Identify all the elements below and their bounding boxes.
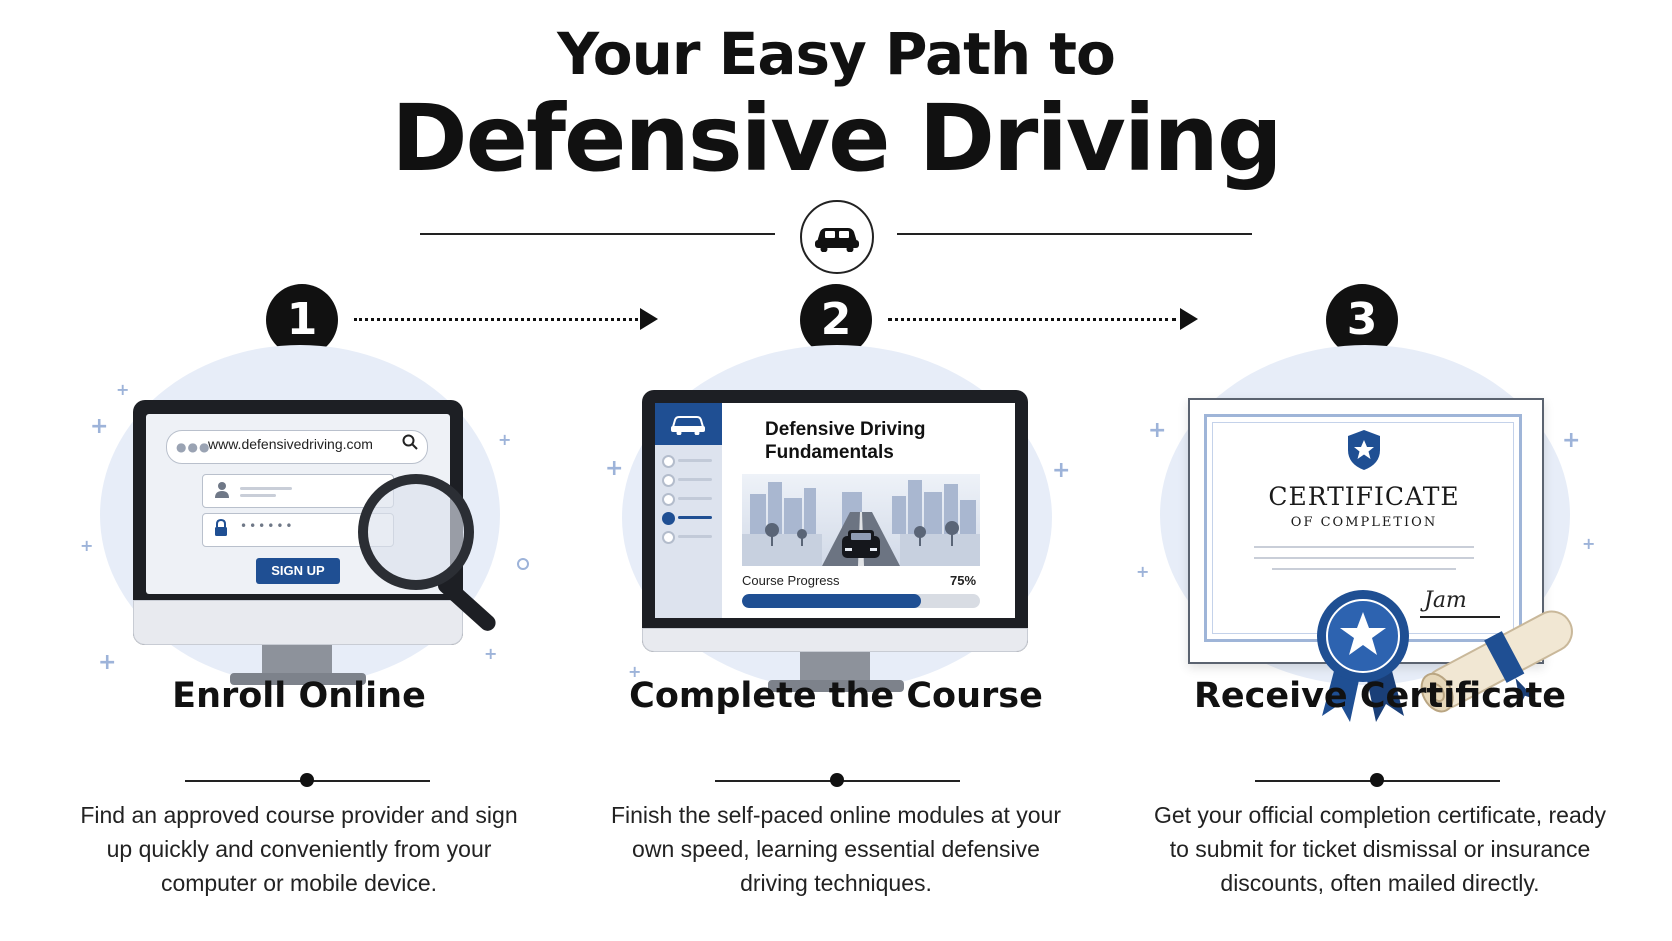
sparkle-ring-icon bbox=[517, 558, 529, 570]
car-icon bbox=[668, 413, 708, 439]
monitor-2-chin bbox=[642, 628, 1028, 652]
header-divider-right bbox=[897, 233, 1252, 235]
award-ribbon-icon bbox=[1308, 586, 1418, 730]
car-icon bbox=[842, 530, 880, 558]
sparkle-icon: + bbox=[1148, 418, 1167, 443]
module-item-line-active bbox=[678, 516, 712, 519]
shield-star-icon bbox=[1345, 428, 1383, 476]
monitor-2-stand bbox=[800, 652, 870, 682]
monitor-1-base bbox=[230, 673, 366, 685]
sign-up-button[interactable]: SIGN UP bbox=[256, 558, 340, 584]
module-item-line bbox=[678, 497, 712, 500]
step-3-description: Get your official completion certificate… bbox=[1153, 802, 1607, 896]
sparkle-icon: + bbox=[90, 414, 109, 439]
module-item-line bbox=[678, 478, 712, 481]
certificate-text-line bbox=[1254, 557, 1474, 559]
magnifier-icon bbox=[358, 474, 474, 590]
certificate-subtitle: OF COMPLETION bbox=[1290, 515, 1438, 530]
certificate-text-line bbox=[1272, 568, 1456, 570]
sparkle-icon: + bbox=[1052, 458, 1071, 483]
certificate-title: CERTIFICATE bbox=[1268, 482, 1460, 511]
monitor-1-chin bbox=[133, 600, 463, 645]
sparkle-icon: + bbox=[1136, 562, 1150, 581]
progress-bar-fill bbox=[742, 594, 921, 608]
sparkle-icon: + bbox=[116, 380, 130, 399]
step-1-description: Find an approved course provider and sig… bbox=[80, 802, 518, 896]
step-2-description: Finish the self-paced online modules at … bbox=[610, 802, 1062, 896]
user-icon bbox=[214, 481, 230, 503]
signature-line bbox=[1420, 616, 1500, 618]
sparkle-icon: + bbox=[1582, 534, 1596, 553]
car-badge bbox=[800, 200, 874, 274]
sparkle-icon: + bbox=[1562, 428, 1581, 453]
progress-bar bbox=[742, 594, 980, 608]
module-item-line bbox=[678, 535, 712, 538]
step-2-number: 2 bbox=[800, 284, 872, 356]
sparkle-icon: + bbox=[98, 650, 117, 675]
header-divider-left bbox=[420, 233, 775, 235]
window-dots-icon: ●●● bbox=[176, 440, 211, 454]
title-line-1: Your Easy Path to bbox=[557, 20, 1116, 88]
module-item-indicator[interactable] bbox=[662, 455, 675, 468]
progress-label: Course Progress bbox=[742, 573, 840, 588]
signature: Jam bbox=[1424, 588, 1467, 613]
arrow-1-head-icon bbox=[640, 308, 658, 330]
step-1-number: 1 bbox=[266, 284, 338, 356]
sparkle-icon: + bbox=[628, 662, 642, 681]
certificate-text-line bbox=[1254, 546, 1474, 548]
course-title: Defensive Driving Fundamentals bbox=[765, 419, 926, 463]
url-text: www.defensivedriving.com bbox=[208, 436, 373, 452]
username-placeholder-line bbox=[240, 487, 292, 490]
monitor-1-stand bbox=[262, 645, 332, 675]
arrow-2-to-3 bbox=[888, 318, 1176, 321]
arrow-1-to-2 bbox=[354, 318, 638, 321]
car-icon bbox=[815, 228, 859, 252]
step-3-number: 3 bbox=[1326, 284, 1398, 356]
step-3-title: Receive Certificate bbox=[1193, 676, 1567, 716]
password-mask: •••••• bbox=[240, 519, 295, 533]
sparkle-icon: + bbox=[484, 644, 498, 663]
username-placeholder-line bbox=[240, 494, 276, 497]
sparkle-icon: + bbox=[498, 430, 512, 449]
step-2-title: Complete the Course bbox=[629, 676, 1043, 716]
step-1-divider-dot bbox=[300, 773, 314, 787]
module-item-indicator[interactable] bbox=[662, 531, 675, 544]
search-icon[interactable] bbox=[402, 434, 418, 454]
url-bar[interactable] bbox=[166, 430, 428, 464]
module-item-line bbox=[678, 459, 712, 462]
step-3-divider-dot bbox=[1370, 773, 1384, 787]
diploma-scroll-icon bbox=[1398, 598, 1598, 722]
module-item-active-indicator[interactable] bbox=[662, 512, 675, 525]
step-2-divider-dot bbox=[830, 773, 844, 787]
monitor-2-base bbox=[768, 680, 904, 692]
road-scene-illustration bbox=[742, 474, 980, 566]
step-1-title: Enroll Online bbox=[172, 676, 426, 716]
title-line-2: Defensive Driving bbox=[391, 85, 1283, 192]
module-item-indicator[interactable] bbox=[662, 474, 675, 487]
lock-icon bbox=[214, 518, 228, 541]
sparkle-icon: + bbox=[605, 456, 624, 481]
module-item-indicator[interactable] bbox=[662, 493, 675, 506]
progress-percent: 75% bbox=[950, 573, 977, 588]
course-sidebar-header bbox=[655, 403, 722, 445]
arrow-2-head-icon bbox=[1180, 308, 1198, 330]
sparkle-icon: + bbox=[80, 536, 94, 555]
